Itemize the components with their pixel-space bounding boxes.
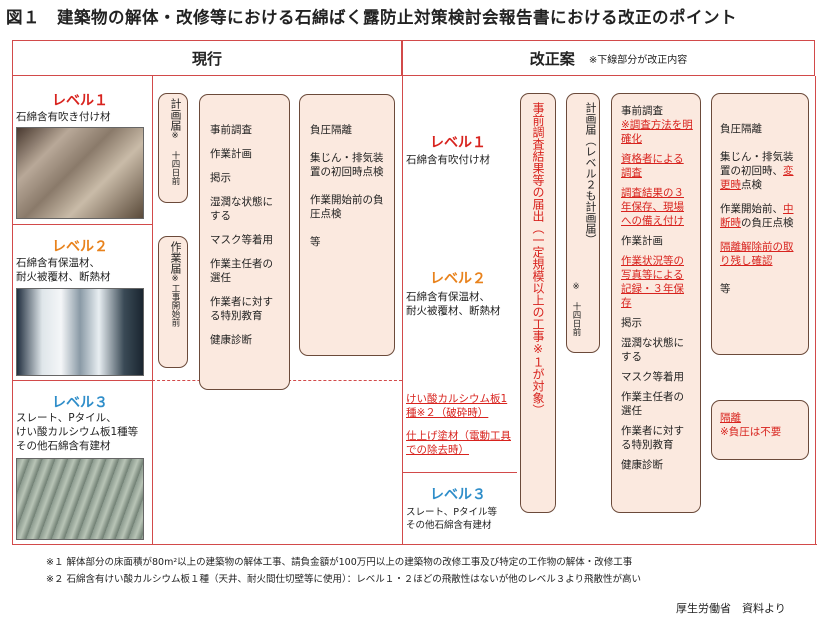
row-divider-1 [12,224,152,225]
revised-neg1-text2: 点検 [741,179,762,191]
revised-level3-title: レベル３ [430,487,486,503]
header-revised: 改正案 ※下線部分が改正内容 [402,40,815,76]
revised-isolation-label: 隔離 [720,412,741,424]
level3-desc: スレート、Pタイル、 けい酸カルシウム板1種等 その他石綿含有建材 [16,412,139,452]
revised-work-item: 健康診断 [621,459,663,471]
revised-neg-item-new: 隔離解除前の取り残し確認 [720,241,794,267]
row-divider-r3 [402,472,517,473]
current-work-item: 健康診断 [210,334,252,346]
level3-title: レベル３ [52,395,108,411]
revised-level1-desc: 石綿含有吹付け材 [406,154,490,166]
current-work-item: 掲示 [210,172,231,184]
revised-work-item: 掲示 [621,317,642,329]
revised-neg-item: 等 [720,283,731,295]
revised-neg-item: 集じん・排気装置の初回時、変更時点検 [720,150,802,192]
revised-level1-title: レベル１ [430,135,486,151]
level2-photo [16,288,144,376]
revised-work-item: マスク等着用 [621,371,684,383]
level1-photo [16,127,144,219]
revised-plan-notify-label: 計画届（レベル２も計画届） [584,102,597,245]
header-current: 現行 [12,40,402,76]
level3-photo [16,458,144,540]
current-work-item: 事前調査 [210,124,252,136]
revised-work-item-new: 資格者による調査 [621,153,684,179]
current-negative-pressure: 負圧隔離 集じん・排気装置の初回時点検 作業開始前の負圧点検 等 [299,94,395,356]
revised-l3-extra2: 仕上げ塗材（電動工具での除去時） [406,430,511,456]
row-divider-2 [12,380,152,381]
frame-left [12,76,13,544]
revised-neg2-new: 中断時 [720,203,794,229]
current-neg-item: 作業開始前の負圧点検 [310,194,384,220]
revised-neg-item: 作業開始前、中断時の負圧点検 [720,202,802,230]
revised-work-item-new: 作業状況等の写真等による記録・３年保存 [621,255,684,309]
current-work-item: 湿潤な状態にする [210,196,273,222]
current-work-notify-label: 作業届 [169,241,182,274]
current-plan-notify-label: 計画届 [169,98,182,131]
current-neg-item: 負圧隔離 [310,124,352,136]
frame-bottom [12,544,817,545]
revised-survey-notify: 事前調査結果等の届出（一定規模以上の工事※１が対象） [520,93,556,513]
current-work-items: 事前調査 作業計画 掲示 湿潤な状態にする マスク等着用 作業主任者の選任 作業… [199,94,290,390]
current-neg-item: 等 [310,236,321,248]
current-plan-notify: 計画届 ※ 十四日前 [158,93,188,203]
current-work-notify-note: ※工事開始前 [170,274,180,327]
level2-desc: 石綿含有保温材、 耐火被覆材、断熱材 [16,257,111,283]
current-work-item: 作業者に対する特別教育 [210,296,273,322]
frame-right [815,76,816,544]
revised-work-item: 作業主任者の選任 [621,391,684,417]
footnote-1: ※１ 解体部分の床面積が80m²以上の建築物の解体工事、請負金額が100万円以上… [46,557,633,568]
revised-plan-notify-note: ※ 十四日前 [571,282,581,336]
revised-neg2-text: 作業開始前、 [720,203,783,215]
revised-neg-item: 負圧隔離 [720,123,762,135]
current-plan-notify-note: ※ 十四日前 [170,131,180,185]
revised-neg1-new: 変更時 [720,165,794,191]
frame-divider-mid [402,76,403,544]
header-current-label: 現行 [191,49,222,68]
frame-divider-level [152,76,153,544]
header-revised-label: 改正案 [529,49,575,68]
current-work-notify: 作業届 ※工事開始前 [158,236,188,368]
revised-level2-title: レベル２ [430,271,486,287]
footnote-2: ※２ 石綿含有けい酸カルシウム板１種（天井、耐火間仕切壁等に使用）：レベル１・２… [46,574,642,585]
revised-work-item: 事前調査 [621,105,663,117]
figure-title: 図１ 建築物の解体・改修等における石綿ばく露防止対策検討会報告書における改正のポ… [6,8,737,27]
current-neg-item: 集じん・排気装置の初回時点検 [310,152,384,178]
revised-l3-extra1: けい酸カルシウム板1種※２（破砕時） [406,393,508,419]
revised-work-items: 事前調査 ※調査方法を明確化 資格者による調査 調査結果の３年保存、現場への備え… [611,93,701,513]
source-credit: 厚生労働省 資料より [676,602,786,615]
current-work-item: 作業計画 [210,148,252,160]
revised-neg2-text2: の負圧点検 [741,217,794,229]
revised-work-item: 湿潤な状態にする [621,337,684,363]
current-work-item: マスク等着用 [210,234,273,246]
revised-work-item-new: ※調査方法を明確化 [621,119,693,145]
revised-isolation: 隔離 ※負圧は不要 [711,400,809,460]
level1-title: レベル１ [52,93,108,109]
level2-title: レベル２ [52,239,108,255]
current-work-item: 作業主任者の選任 [210,258,273,284]
revised-work-item-new: 調査結果の３年保存、現場への備え付け [621,187,684,227]
revised-plan-notify: 計画届（レベル２も計画届） ※ 十四日前 [566,93,600,353]
header-revised-note: ※下線部分が改正内容 [588,54,688,66]
revised-level2-desc: 石綿含有保温材、 耐火被覆材、断熱材 [406,291,501,317]
revised-neg1-text: 集じん・排気装置の初回時、 [720,151,794,177]
level1-desc: 石綿含有吹き付け材 [16,111,111,123]
revised-isolation-note: ※負圧は不要 [720,426,782,438]
revised-work-item: 作業者に対する特別教育 [621,425,684,451]
revised-work-item: 作業計画 [621,235,663,247]
revised-level3-desc: スレート、Pタイル等 その他石綿含有建材 [406,507,498,531]
revised-negative-pressure: 負圧隔離 集じん・排気装置の初回時、変更時点検 作業開始前、中断時の負圧点検 隔… [711,93,809,355]
revised-survey-notify-label: 事前調査結果等の届出（一定規模以上の工事※１が対象） [531,102,545,416]
